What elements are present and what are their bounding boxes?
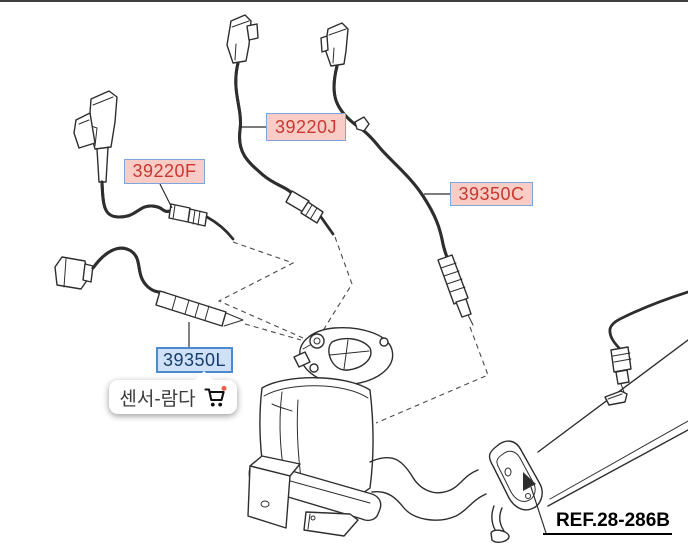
ref-arrow	[523, 472, 547, 534]
pipe-mounted-sensor-drawing	[604, 290, 688, 406]
sensor-39350C-drawing	[320, 22, 474, 326]
window-top-edge	[0, 0, 688, 2]
selected-part-tooltip: 센서-람다	[109, 371, 237, 414]
tooltip-part-name: 센서-람다	[119, 388, 196, 410]
label-leader-lines	[159, 126, 450, 347]
part-label-39350C[interactable]: 39350C	[450, 182, 533, 206]
part-label-39220F[interactable]: 39220F	[124, 159, 205, 184]
sensor-39220F-drawing	[73, 90, 235, 241]
dashed-pointer-lines	[217, 236, 489, 424]
part-label-39350L-selected[interactable]: 39350L	[156, 347, 233, 373]
sensor-39350L-drawing	[54, 246, 244, 327]
catalytic-converter-drawing	[247, 327, 688, 543]
part-label-39220J[interactable]: 39220J	[266, 113, 346, 141]
cart-badge-dot	[221, 385, 227, 391]
reference-link-28-286B[interactable]: REF.28-286B	[543, 509, 672, 535]
shopping-cart-icon[interactable]	[203, 385, 227, 409]
sensor-39220J-drawing	[226, 14, 335, 236]
